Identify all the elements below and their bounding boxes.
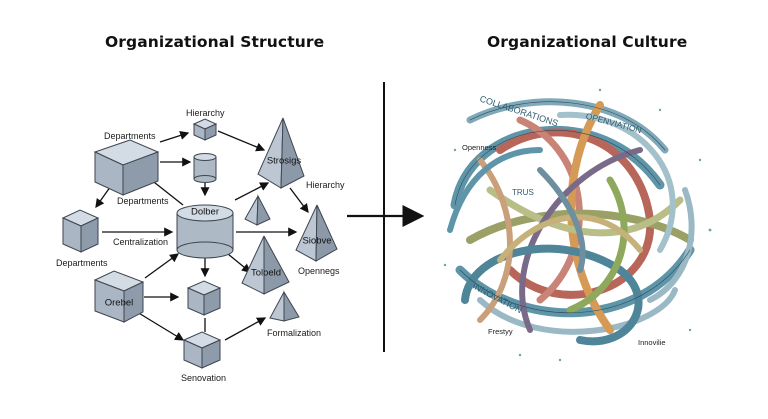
arrow-senovation-to-formalization xyxy=(224,317,267,341)
arrow-orebel-to-dolber xyxy=(144,253,180,279)
label-senovation: Senovation xyxy=(181,373,227,383)
structure-connectors xyxy=(95,130,309,341)
left-title: Organizational Structure xyxy=(105,33,325,51)
arrow-dolber-to-strosigs xyxy=(234,182,270,201)
label-formalization: Formalization xyxy=(267,328,322,338)
label-orebel: Orebel xyxy=(104,297,134,309)
culture-word-openness: Openness xyxy=(462,143,497,152)
label-strosigs: Strosigs xyxy=(266,155,302,167)
culture-sparkles xyxy=(443,88,712,362)
orebel-cube xyxy=(93,270,145,323)
arrow-strosigs-to-siobve xyxy=(289,187,309,214)
culture-word-trust: TRUS xyxy=(512,188,534,197)
arrow-orebel-to-senovation xyxy=(136,311,185,341)
right-title: Organizational Culture xyxy=(487,33,688,51)
strosigs-pyramid xyxy=(257,117,305,189)
small-pyramid xyxy=(244,194,271,226)
label-hierarchy-top: Hierarchy xyxy=(186,108,225,118)
senovation-cube xyxy=(182,331,222,369)
label-hierarchy-right: Hierarchy xyxy=(306,180,345,190)
label-siobve: Siobve xyxy=(302,235,332,247)
dolber-cylinder xyxy=(176,204,234,259)
arrow-departments-to-hierarchy xyxy=(159,131,190,143)
hierarchy-cube xyxy=(192,118,218,141)
culture-word-frestyy: Frestyy xyxy=(488,327,513,336)
label-departments-left: Departments xyxy=(56,258,108,268)
arrow-dolber-to-toloeld xyxy=(227,253,252,273)
label-departments-mid: Departments xyxy=(117,196,169,206)
siobve-pyramid xyxy=(295,204,338,262)
label-opennegs: Opennegs xyxy=(298,266,340,276)
formalization-pyramid xyxy=(269,290,300,322)
culture-ribbon-ball xyxy=(447,98,695,346)
departments-cube-left xyxy=(61,209,100,253)
arrow-hierarchy-to-strosigs xyxy=(217,130,266,152)
toloeld-pyramid xyxy=(241,235,290,295)
departments-cube-large xyxy=(93,139,160,196)
label-dolber: Dolber xyxy=(191,206,219,218)
middle-cube xyxy=(186,280,222,316)
label-toloeld: Toloeld xyxy=(250,267,282,279)
small-cylinder xyxy=(193,153,217,183)
culture-word-innovilie: Innovilie xyxy=(638,338,666,347)
label-departments-top: Departments xyxy=(104,131,156,141)
label-centralization: Centralization xyxy=(113,237,169,247)
